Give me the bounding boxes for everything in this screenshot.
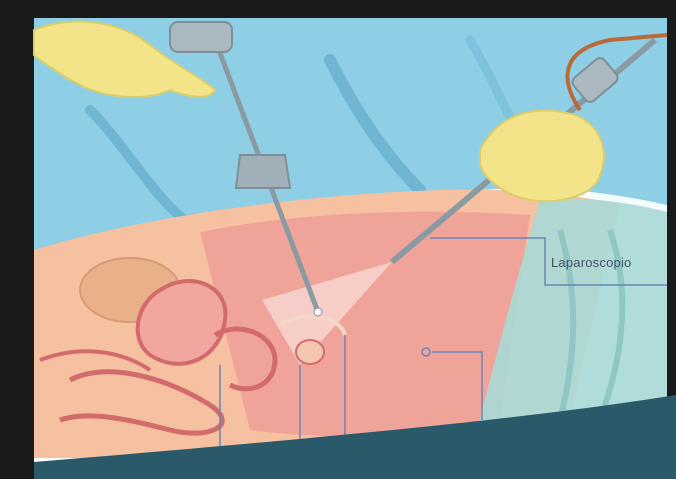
frame-left (0, 0, 34, 479)
ovary (296, 340, 324, 364)
abdominal-cavity (200, 212, 530, 437)
laparoscope-label: Laparoscopio (551, 255, 631, 270)
trocar-tip (314, 308, 322, 316)
frame-top (0, 0, 676, 18)
trocar-head (170, 22, 232, 52)
trocar-housing (236, 155, 290, 188)
